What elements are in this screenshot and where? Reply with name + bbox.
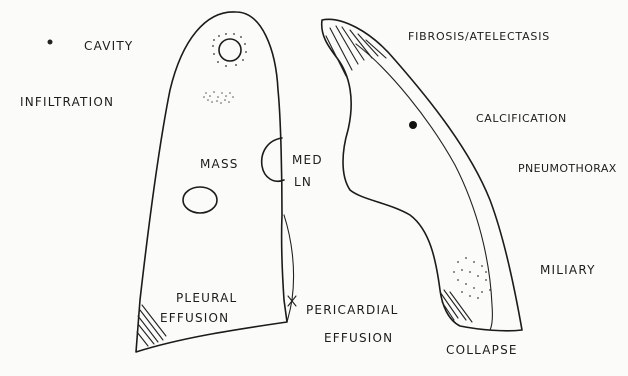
calcification-dot	[409, 121, 417, 129]
fibrosis-hatch	[326, 26, 386, 76]
label-pleural-effusion: EFFUSION	[160, 311, 229, 325]
label-mass: MASS	[200, 157, 239, 171]
cavity-lesion	[219, 39, 241, 61]
label-fibrosis: FIBROSIS/ATELECTASIS	[408, 30, 550, 43]
miliary-dots	[453, 257, 491, 299]
label-ln: LN	[294, 175, 312, 189]
labels: CAVITY INFILTRATION MASS MED LN PLEURAL …	[20, 30, 617, 357]
label-cavity: CAVITY	[84, 39, 133, 53]
label-med: MED	[292, 153, 323, 167]
collapse-hatch	[440, 290, 472, 322]
label-pericardial-effusion: EFFUSION	[324, 331, 393, 345]
infiltration-patch	[203, 91, 234, 104]
pneumothorax-line	[356, 44, 492, 330]
right-lung-outline	[322, 19, 522, 330]
label-calcification: CALCIFICATION	[476, 112, 567, 125]
label-infiltration: INFILTRATION	[20, 95, 114, 109]
right-lung	[322, 19, 522, 330]
label-pericardial: PERICARDIAL	[306, 303, 399, 317]
label-miliary: MILIARY	[540, 263, 596, 277]
label-collapse: COLLAPSE	[446, 343, 518, 357]
label-pleural: PLEURAL	[176, 291, 237, 305]
mass-lesion	[183, 187, 217, 213]
bullet-dot	[48, 40, 53, 45]
label-pneumothorax: PNEUMOTHORAX	[518, 162, 617, 175]
